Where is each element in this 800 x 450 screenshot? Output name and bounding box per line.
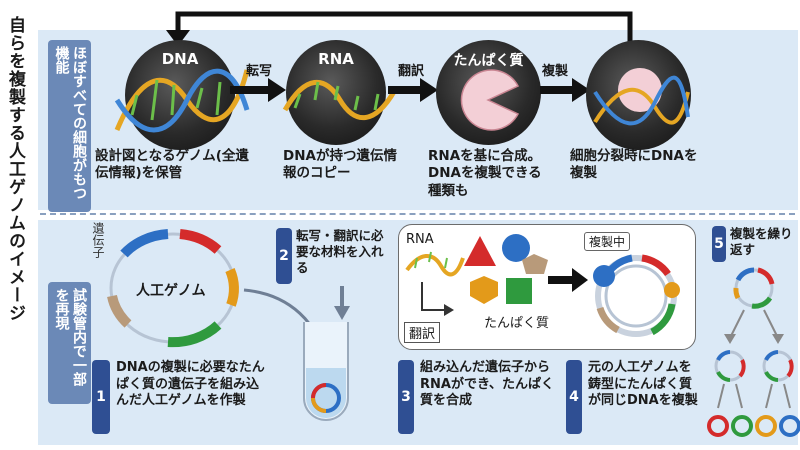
step2-badge: 2 <box>276 228 292 284</box>
inset-protein-shapes <box>464 234 548 304</box>
top-desc-2: DNAが持つ遺伝情報のコピー <box>283 148 397 182</box>
arrow-right-icon <box>388 78 438 102</box>
inset-rna-label: RNA <box>406 232 434 247</box>
inset-copying-label: 複製中 <box>584 232 631 251</box>
cell-division-icon <box>593 68 690 126</box>
feedback-arrow <box>166 11 633 46</box>
protein-label: たんぱく質 <box>453 53 524 69</box>
inset-protein-label: たんぱく質 <box>484 316 550 331</box>
step4-badge: 4 <box>566 360 582 434</box>
step1-badge: 1 <box>92 360 110 434</box>
step3-text: 組み込んだ遺伝子からRNAができ、たんぱく質を合成 <box>420 360 555 409</box>
step1-text: DNAの複製に必要なたんぱく質の遺伝子を組み込んだ人工ゲノムを作製 <box>116 360 265 409</box>
inset-arrow-icon <box>548 268 588 292</box>
step4-text: 元の人工ゲノムを鋳型にたんぱく質が同じDNAを複製 <box>588 360 698 409</box>
side-title: 自らを複製する人工ゲノムのイメージ <box>5 16 25 322</box>
inset-copying-ring <box>593 254 680 337</box>
genome-label: 人工ゲノム <box>136 283 206 299</box>
top-desc-4: 細胞分裂時にDNAを複製 <box>570 148 698 182</box>
top-section-label: ほぼすべての細胞がもつ機能 <box>48 40 91 212</box>
inset-rna-icon <box>405 251 465 277</box>
protein-pacman-icon <box>460 69 520 131</box>
section-separator <box>40 213 795 215</box>
arrow1-label: 転写 <box>246 64 273 79</box>
arrow-right-icon <box>540 78 590 102</box>
dna-label: DNA <box>161 50 199 68</box>
top-desc-3: RNAを基に合成。DNAを複製できる種類も <box>428 148 542 199</box>
arrow3-label: 複製 <box>542 64 569 79</box>
step5-badge: 5 <box>712 226 726 262</box>
step3-badge: 3 <box>398 360 414 434</box>
inset-translate-label: 翻訳 <box>404 322 441 343</box>
arrow-right-icon <box>230 78 286 102</box>
dna-circle <box>125 40 235 150</box>
reaction-inset <box>398 224 696 350</box>
inset-translate-arrow-icon <box>421 282 454 316</box>
artificial-genome-ring <box>107 229 239 348</box>
dna-helix-icon <box>114 68 250 133</box>
replication-tree <box>707 267 800 437</box>
arrow2-label: 翻訳 <box>398 64 425 79</box>
step5-text: 複製を繰り返す <box>730 226 793 257</box>
arrow-down-icon <box>334 286 350 320</box>
rna-strand-icon <box>282 80 398 120</box>
test-tube-icon <box>303 322 349 421</box>
step2-text: 転写・翻訳に必要な材料を入れる <box>296 228 384 275</box>
rna-label: RNA <box>318 50 354 68</box>
bottom-section-label: 試験管内で一部を再現 <box>48 282 91 404</box>
top-desc-1: 設計図となるゲノム(全遺伝情報)を保管 <box>95 148 249 182</box>
gene-label: 遺伝子 <box>91 222 105 258</box>
